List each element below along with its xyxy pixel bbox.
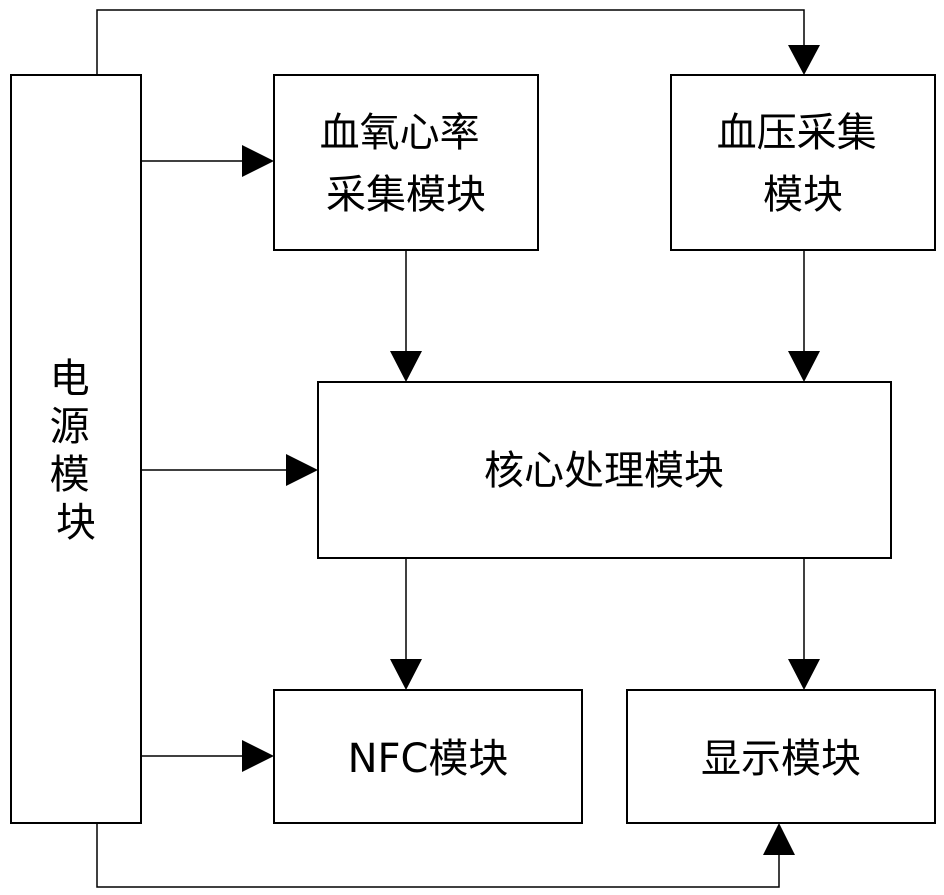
arrow-power-to-core [286,454,318,486]
power-module-label-line: 电 [50,356,90,402]
power-module-label-line: 模 [50,452,90,498]
arrow-spo2-hr-to-core [390,351,422,382]
arrow-core-to-nfc [390,659,422,690]
node-display-module: 显示模块 [627,690,935,823]
wire-power-to-display [97,823,779,887]
node-core-module: 核心处理模块 [318,382,891,558]
node-power-module: 电 源 模 块 [11,75,141,823]
nfc-module-label: NFC模块 [348,736,509,782]
node-nfc-module: NFC模块 [274,690,582,823]
core-module-label: 核心处理模块 [484,448,724,494]
spo2-hr-module-label-line: 血氧心率 [320,110,480,156]
bp-module-label-line: 血压采集 [717,110,877,156]
node-spo2-hr-module: 血氧心率 采集模块 [274,75,538,250]
bp-module-label-line: 模块 [763,172,843,218]
arrow-bp-to-core [788,351,820,382]
arrow-power-to-spo2-hr [242,145,274,177]
power-module-label-line: 块 [56,500,96,546]
node-bp-module: 血压采集 模块 [671,75,935,250]
arrow-power-to-display [763,823,795,855]
spo2-hr-module-label-line: 采集模块 [326,172,486,218]
wire-power-to-bp [97,10,804,75]
arrow-core-to-display [788,659,820,690]
power-module-label-line: 源 [50,404,90,450]
arrow-power-to-nfc [242,740,274,772]
spo2-hr-module-box [274,75,538,250]
arrow-power-to-bp [788,45,820,75]
bp-module-box [671,75,935,250]
display-module-label: 显示模块 [701,736,861,782]
